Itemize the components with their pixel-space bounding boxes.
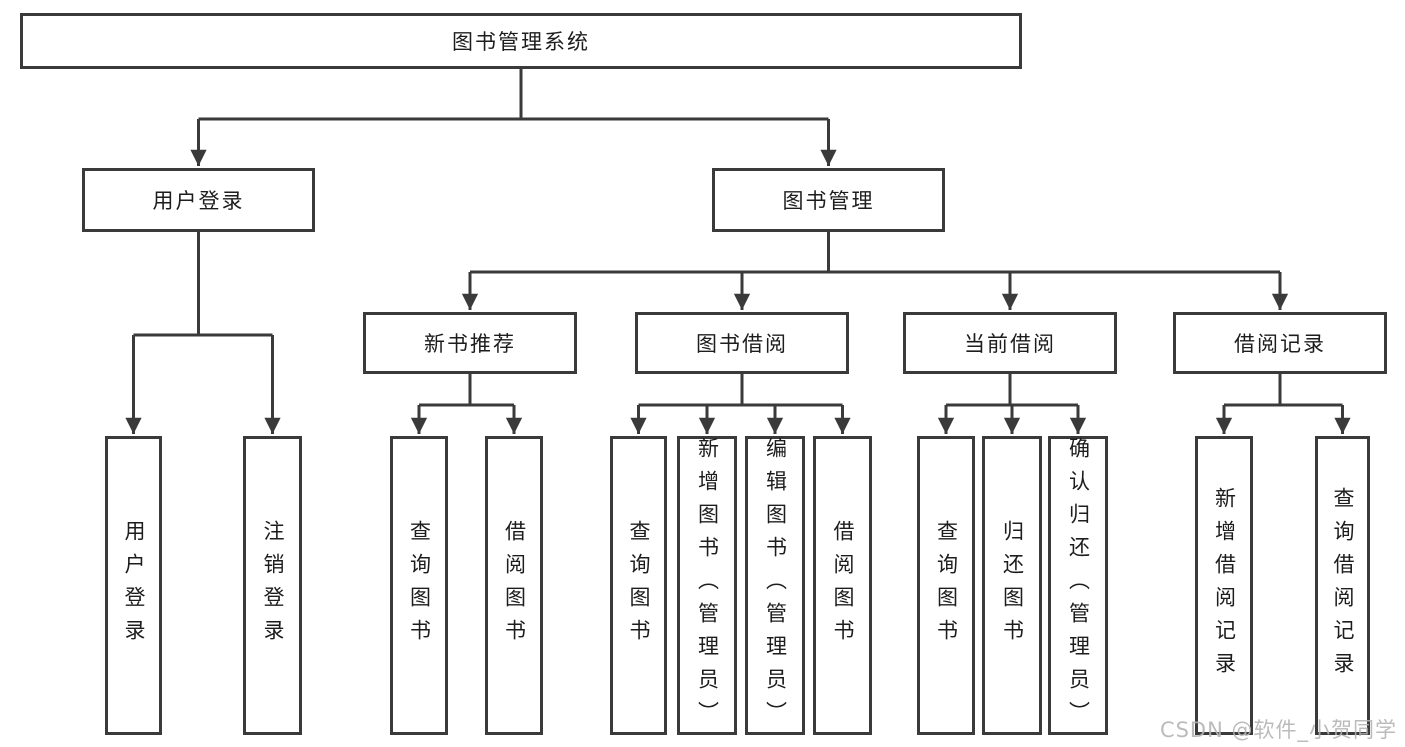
leaf-label: 归还图书 [1000, 519, 1025, 652]
node-label: 新书推荐 [424, 332, 516, 356]
leaf-label: 查询图书 [407, 519, 432, 652]
leaf-label: 查询图书 [627, 519, 651, 652]
leaf-label: 注销登录 [261, 519, 285, 652]
node-new-book-recommend: 新书推荐 [363, 312, 577, 374]
node-label: 当前借阅 [964, 332, 1056, 356]
node-book-borrow: 图书借阅 [635, 312, 849, 374]
leaf-label: 查询借阅记录 [1331, 486, 1355, 685]
leaf-label: 编辑图书（管理员） [763, 437, 788, 734]
node-label: 图书管理系统 [452, 30, 590, 54]
leaf-add-books-admin: 新增图书（管理员） [677, 436, 737, 735]
leaf-borrow-books: 借阅图书 [813, 436, 872, 735]
leaf-borrow-books-recommend: 借阅图书 [485, 436, 543, 735]
leaf-label: 确认归还（管理员） [1066, 437, 1091, 734]
leaf-label: 查询图书 [934, 519, 959, 652]
leaf-add-borrow-record: 新增借阅记录 [1195, 436, 1253, 735]
leaf-query-books-borrow: 查询图书 [610, 436, 667, 735]
leaf-query-borrow-record: 查询借阅记录 [1315, 436, 1370, 735]
node-label: 借阅记录 [1234, 332, 1326, 356]
leaf-confirm-return-admin: 确认归还（管理员） [1048, 436, 1108, 735]
leaf-edit-books-admin: 编辑图书（管理员） [745, 436, 805, 735]
node-user-login: 用户登录 [82, 168, 315, 232]
leaf-query-books-recommend: 查询图书 [390, 436, 448, 735]
node-current-borrow: 当前借阅 [903, 312, 1117, 374]
leaf-user-login: 用户登录 [105, 436, 162, 735]
node-label: 图书管理 [782, 189, 875, 213]
leaf-logout: 注销登录 [243, 436, 302, 735]
node-label: 用户登录 [152, 189, 245, 213]
node-book-management: 图书管理 [712, 168, 945, 232]
leaf-label: 借阅图书 [831, 519, 855, 652]
leaf-label: 用户登录 [122, 519, 146, 652]
node-borrow-records: 借阅记录 [1173, 312, 1387, 374]
leaf-query-books-current: 查询图书 [917, 436, 975, 735]
csdn-watermark: CSDN @软件_小贺同学 [1159, 718, 1397, 742]
leaf-return-books: 归还图书 [982, 436, 1042, 735]
leaf-label: 新增图书（管理员） [695, 437, 720, 734]
leaf-label: 新增借阅记录 [1212, 486, 1237, 685]
node-label: 图书借阅 [696, 332, 788, 356]
node-library-management-system: 图书管理系统 [20, 13, 1022, 69]
leaf-label: 借阅图书 [502, 519, 527, 652]
